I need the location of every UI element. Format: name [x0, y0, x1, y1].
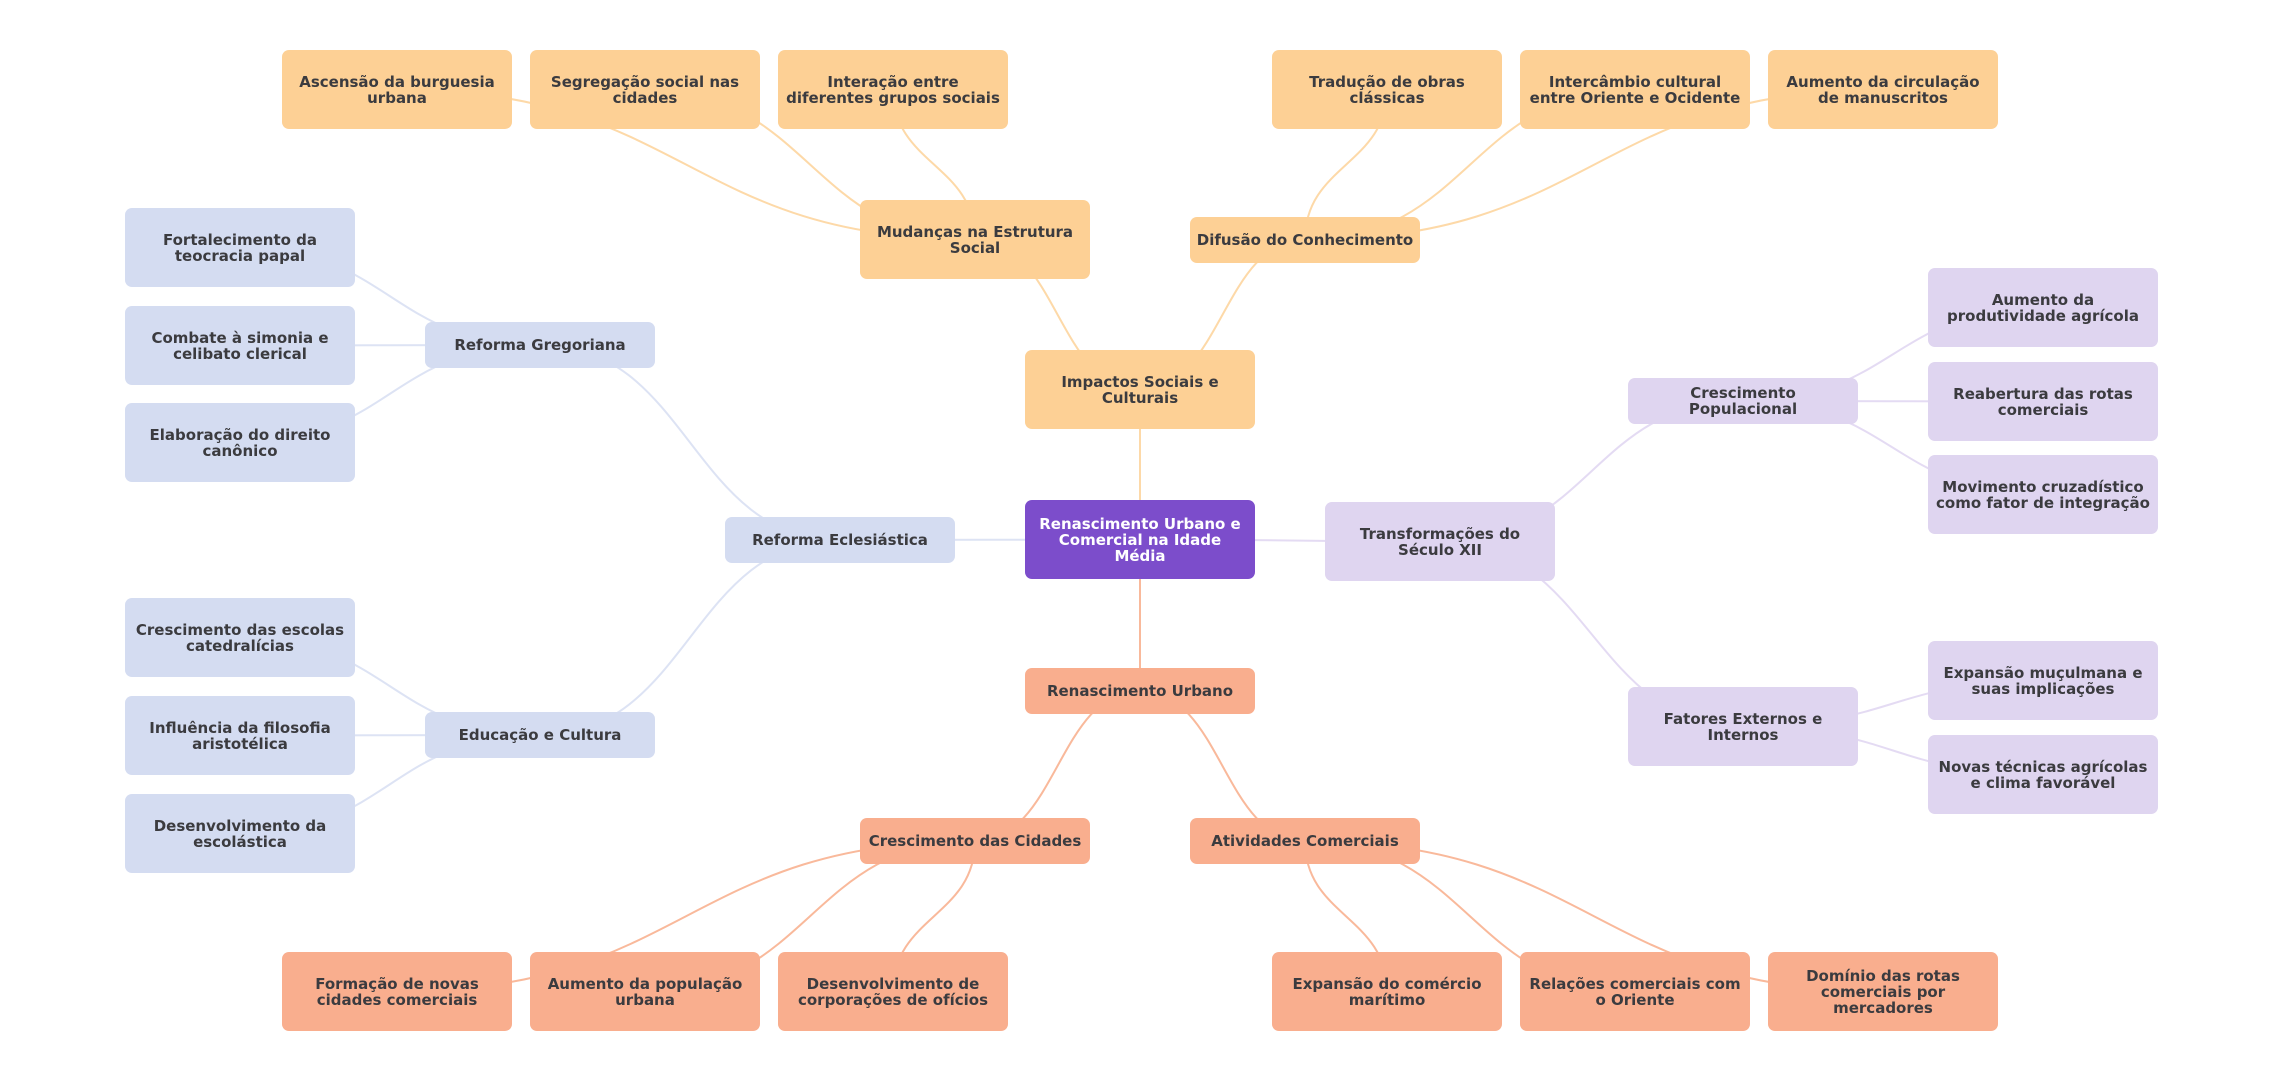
node-label: Fortalecimento da teocracia papal	[162, 230, 318, 265]
node-combate[interactable]: Combate à simonia e celibato clerical	[125, 306, 355, 385]
node-escolas[interactable]: Crescimento das escolas catedralícias	[125, 598, 355, 677]
node-label: Renascimento Urbano	[1046, 682, 1234, 700]
node-label: Domínio das rotas comerciais por mercado…	[1806, 966, 1960, 1017]
node-label: Desenvolvimento de corporações de ofício…	[797, 974, 989, 1009]
node-label: Intercâmbio cultural entre Oriente e Oci…	[1529, 72, 1741, 107]
node-intercambio[interactable]: Intercâmbio cultural entre Oriente e Oci…	[1520, 50, 1750, 129]
node-oriente[interactable]: Relações comerciais com o Oriente	[1520, 952, 1750, 1031]
node-label: Influência da filosofia aristotélica	[149, 718, 331, 753]
node-educacao[interactable]: Educação e Cultura	[425, 712, 655, 758]
node-label: Reforma Gregoriana	[454, 336, 626, 354]
node-comerciais[interactable]: Atividades Comerciais	[1190, 818, 1420, 864]
node-expansao-muculmana[interactable]: Expansão muçulmana e suas implicações	[1928, 641, 2158, 720]
node-label: Reabertura das rotas comerciais	[1953, 384, 2133, 419]
node-interacao[interactable]: Interação entre diferentes grupos sociai…	[778, 50, 1008, 129]
node-segregacao[interactable]: Segregação social nas cidades	[530, 50, 760, 129]
node-label: Mudanças na Estrutura Social	[876, 222, 1074, 257]
node-cruzadistico[interactable]: Movimento cruzadístico como fator de int…	[1928, 455, 2158, 534]
node-eclesiastica[interactable]: Reforma Eclesiástica	[725, 517, 955, 563]
node-difusao[interactable]: Difusão do Conhecimento	[1190, 217, 1420, 263]
node-dominio[interactable]: Domínio das rotas comerciais por mercado…	[1768, 952, 1998, 1031]
node-label: Ascensão da burguesia urbana	[299, 72, 495, 107]
node-impactos[interactable]: Impactos Sociais e Culturais	[1025, 350, 1255, 429]
node-formacao[interactable]: Formação de novas cidades comerciais	[282, 952, 512, 1031]
node-cidades[interactable]: Crescimento das Cidades	[860, 818, 1090, 864]
node-gregoriana[interactable]: Reforma Gregoriana	[425, 322, 655, 368]
node-fatores[interactable]: Fatores Externos e Internos	[1628, 687, 1858, 766]
node-mudancas[interactable]: Mudanças na Estrutura Social	[860, 200, 1090, 279]
node-populacao-urbana[interactable]: Aumento da população urbana	[530, 952, 760, 1031]
node-influencia[interactable]: Influência da filosofia aristotélica	[125, 696, 355, 775]
node-label: Crescimento das escolas catedralícias	[135, 620, 345, 655]
node-label: Tradução de obras clássicas	[1309, 72, 1465, 107]
node-label: Elaboração do direito canônico	[149, 425, 331, 460]
node-label: Renascimento Urbano e Comercial na Idade…	[1039, 514, 1241, 565]
node-label: Combate à simonia e celibato clerical	[151, 328, 329, 363]
node-fortalecimento[interactable]: Fortalecimento da teocracia papal	[125, 208, 355, 287]
node-urbano[interactable]: Renascimento Urbano	[1025, 668, 1255, 714]
node-label: Aumento da circulação de manuscritos	[1786, 72, 1980, 107]
node-label: Fatores Externos e Internos	[1663, 709, 1823, 744]
node-corporacoes[interactable]: Desenvolvimento de corporações de ofício…	[778, 952, 1008, 1031]
node-populacional[interactable]: Crescimento Populacional	[1628, 378, 1858, 424]
node-label: Expansão do comércio marítimo	[1292, 974, 1482, 1009]
node-label: Formação de novas cidades comerciais	[315, 974, 479, 1009]
node-transformacoes[interactable]: Transformações do Século XII	[1325, 502, 1555, 581]
node-label: Educação e Cultura	[458, 726, 622, 744]
node-label: Crescimento Populacional	[1688, 384, 1798, 418]
node-ascensao[interactable]: Ascensão da burguesia urbana	[282, 50, 512, 129]
node-produtividade[interactable]: Aumento da produtividade agrícola	[1928, 268, 2158, 347]
node-escolastica[interactable]: Desenvolvimento da escolástica	[125, 794, 355, 873]
node-label: Crescimento das Cidades	[868, 832, 1082, 850]
node-label: Aumento da produtividade agrícola	[1947, 290, 2139, 325]
node-label: Novas técnicas agrícolas e clima favoráv…	[1938, 757, 2148, 792]
node-tecnicas[interactable]: Novas técnicas agrícolas e clima favoráv…	[1928, 735, 2158, 814]
node-maritimo[interactable]: Expansão do comércio marítimo	[1272, 952, 1502, 1031]
node-label: Aumento da população urbana	[547, 974, 743, 1009]
node-traducao[interactable]: Tradução de obras clássicas	[1272, 50, 1502, 129]
node-label: Expansão muçulmana e suas implicações	[1943, 663, 2143, 698]
node-label: Segregação social nas cidades	[550, 72, 740, 107]
node-label: Difusão do Conhecimento	[1196, 231, 1414, 249]
node-circulacao[interactable]: Aumento da circulação de manuscritos	[1768, 50, 1998, 129]
node-label: Relações comerciais com o Oriente	[1529, 974, 1741, 1009]
node-elaboracao[interactable]: Elaboração do direito canônico	[125, 403, 355, 482]
node-label: Desenvolvimento da escolástica	[153, 816, 327, 851]
node-label: Atividades Comerciais	[1211, 832, 1399, 850]
node-label: Reforma Eclesiástica	[752, 531, 928, 549]
node-label: Movimento cruzadístico como fator de int…	[1936, 477, 2150, 512]
node-label: Transformações do Século XII	[1359, 524, 1521, 559]
node-reabertura[interactable]: Reabertura das rotas comerciais	[1928, 362, 2158, 441]
node-root[interactable]: Renascimento Urbano e Comercial na Idade…	[1025, 500, 1255, 579]
node-label: Interação entre diferentes grupos sociai…	[786, 72, 1000, 107]
node-label: Impactos Sociais e Culturais	[1061, 372, 1219, 407]
